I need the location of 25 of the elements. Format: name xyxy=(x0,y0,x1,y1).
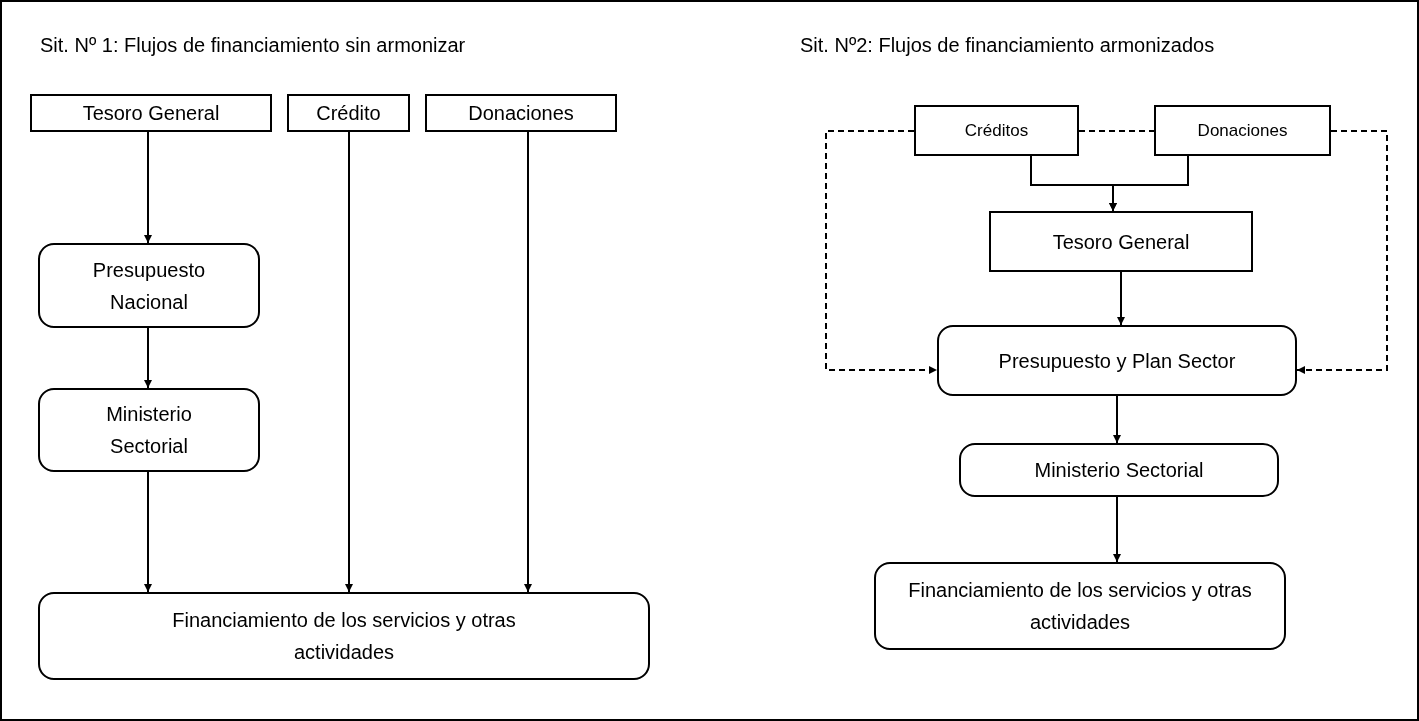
arrow xyxy=(1113,395,1121,444)
rounded-process-box: Financiamiento de los servicios y otras actividades xyxy=(38,592,650,680)
process-box: Donaciones xyxy=(1154,105,1331,156)
dashed-arrow xyxy=(825,130,938,374)
rounded-process-box: Ministerio Sectorial xyxy=(959,443,1279,497)
arrow xyxy=(524,131,532,593)
process-box: Créditos xyxy=(914,105,1079,156)
dashed-arrow xyxy=(1296,130,1388,374)
process-box: Donaciones xyxy=(425,94,617,132)
rounded-process-box: Financiamiento de los servicios y otras actividades xyxy=(874,562,1286,650)
arrow xyxy=(144,327,152,389)
arrow xyxy=(144,471,152,593)
arrow xyxy=(1109,155,1189,212)
process-box: Tesoro General xyxy=(30,94,272,132)
process-box: Crédito xyxy=(287,94,410,132)
process-box: Tesoro General xyxy=(989,211,1253,272)
rounded-process-box: Presupuesto Nacional xyxy=(38,243,260,328)
arrow xyxy=(1117,271,1125,326)
rounded-process-box: Ministerio Sectorial xyxy=(38,388,260,472)
arrow xyxy=(345,131,353,593)
arrow xyxy=(1113,496,1121,563)
section-heading: Sit. Nº2: Flujos de financiamiento armonizados xyxy=(800,33,1215,58)
section-heading: Sit. Nº 1: Flujos de financiamiento sin armonizar xyxy=(40,33,466,58)
arrow xyxy=(144,131,152,244)
rounded-process-box: Presupuesto y Plan Sector xyxy=(937,325,1297,396)
